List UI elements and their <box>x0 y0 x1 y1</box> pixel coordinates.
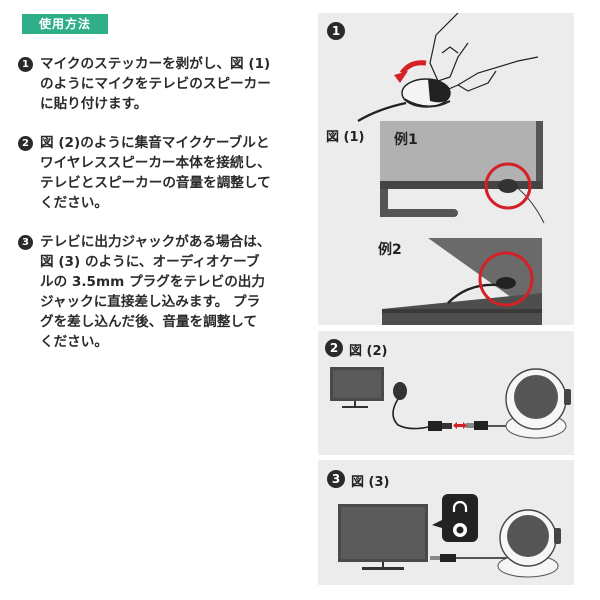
figure-label-2: 図 (2) <box>349 344 388 359</box>
cable-connector-icon <box>430 554 510 562</box>
step-number-1: 1 <box>18 57 33 72</box>
peel-sticker-hand-icon <box>429 13 539 92</box>
figure-panel-3: 3 図 (3) <box>318 460 574 585</box>
step-2: 2 図 (2)のように集音マイクケーブルと ワイヤレススピーカー本体を接続し、 … <box>18 133 308 213</box>
step-line: のようにマイクをテレビのスピーカー <box>40 76 271 92</box>
step-number-2: 2 <box>18 136 33 151</box>
curved-arrow-icon <box>399 60 427 75</box>
step-line: ジャックに直接差し込みます。 プラ <box>40 294 261 310</box>
step-number-3: 3 <box>18 235 33 250</box>
instruction-steps: 1 マイクのステッカーを剥がし、図 (1) のようにマイクをテレビのスピーカー … <box>18 54 308 371</box>
double-arrow-icon <box>453 422 467 429</box>
step-3: 3 テレビに出力ジャックがある場合は、 図 (3) のように、オーディオケーブ … <box>18 232 308 352</box>
step-line: ください。 <box>40 334 108 350</box>
step-line: グを差し込んだ後、音量を調整して <box>40 314 258 330</box>
tv-icon <box>330 367 384 408</box>
example-2-label: 例2 <box>378 242 402 258</box>
tv-icon <box>338 504 428 570</box>
step-line: マイクのステッカーを剥がし、図 (1) <box>40 56 271 72</box>
step-line: テレビとスピーカーの音量を調整して <box>40 175 271 191</box>
figure-panel-1: 1 図 (1) 例1 例2 <box>318 13 574 325</box>
example-1-label: 例1 <box>394 132 418 148</box>
microphone-icon <box>392 382 429 430</box>
speaker-icon <box>497 509 561 578</box>
step-line: テレビに出力ジャックがある場合は、 <box>40 234 271 250</box>
microphone-icon <box>357 78 451 123</box>
figure-2-illustration <box>330 367 571 439</box>
step-1: 1 マイクのステッカーを剥がし、図 (1) のようにマイクをテレビのスピーカー … <box>18 54 308 114</box>
headphone-jack-icon <box>432 494 478 542</box>
step-line: に貼り付けます。 <box>40 96 148 112</box>
cable-connector-icon <box>428 421 518 431</box>
figure-number-1: 1 <box>327 22 345 40</box>
figure-number-2: 2 <box>325 339 343 357</box>
step-line: ルの 3.5mm プラグをテレビの出力 <box>40 274 265 290</box>
figure-3-illustration <box>338 494 561 578</box>
figure-1-illustration <box>357 13 545 325</box>
step-line: ワイヤレススピーカー本体を接続し、 <box>40 155 271 171</box>
section-badge: 使用方法 <box>22 14 108 34</box>
step-line: ください。 <box>40 195 108 211</box>
step-line: 図 (2)のように集音マイクケーブルと <box>40 135 270 151</box>
tv-example-1-icon <box>380 121 543 217</box>
speaker-icon <box>505 368 571 439</box>
figure-number-3: 3 <box>327 470 345 488</box>
figure-panel-2: 2 図 (2) <box>318 331 574 455</box>
step-line: 図 (3) のように、オーディオケーブ <box>40 254 260 270</box>
figure-label-1: 図 (1) <box>326 130 365 145</box>
tv-example-2-icon <box>382 238 542 325</box>
figure-label-3: 図 (3) <box>351 475 390 490</box>
